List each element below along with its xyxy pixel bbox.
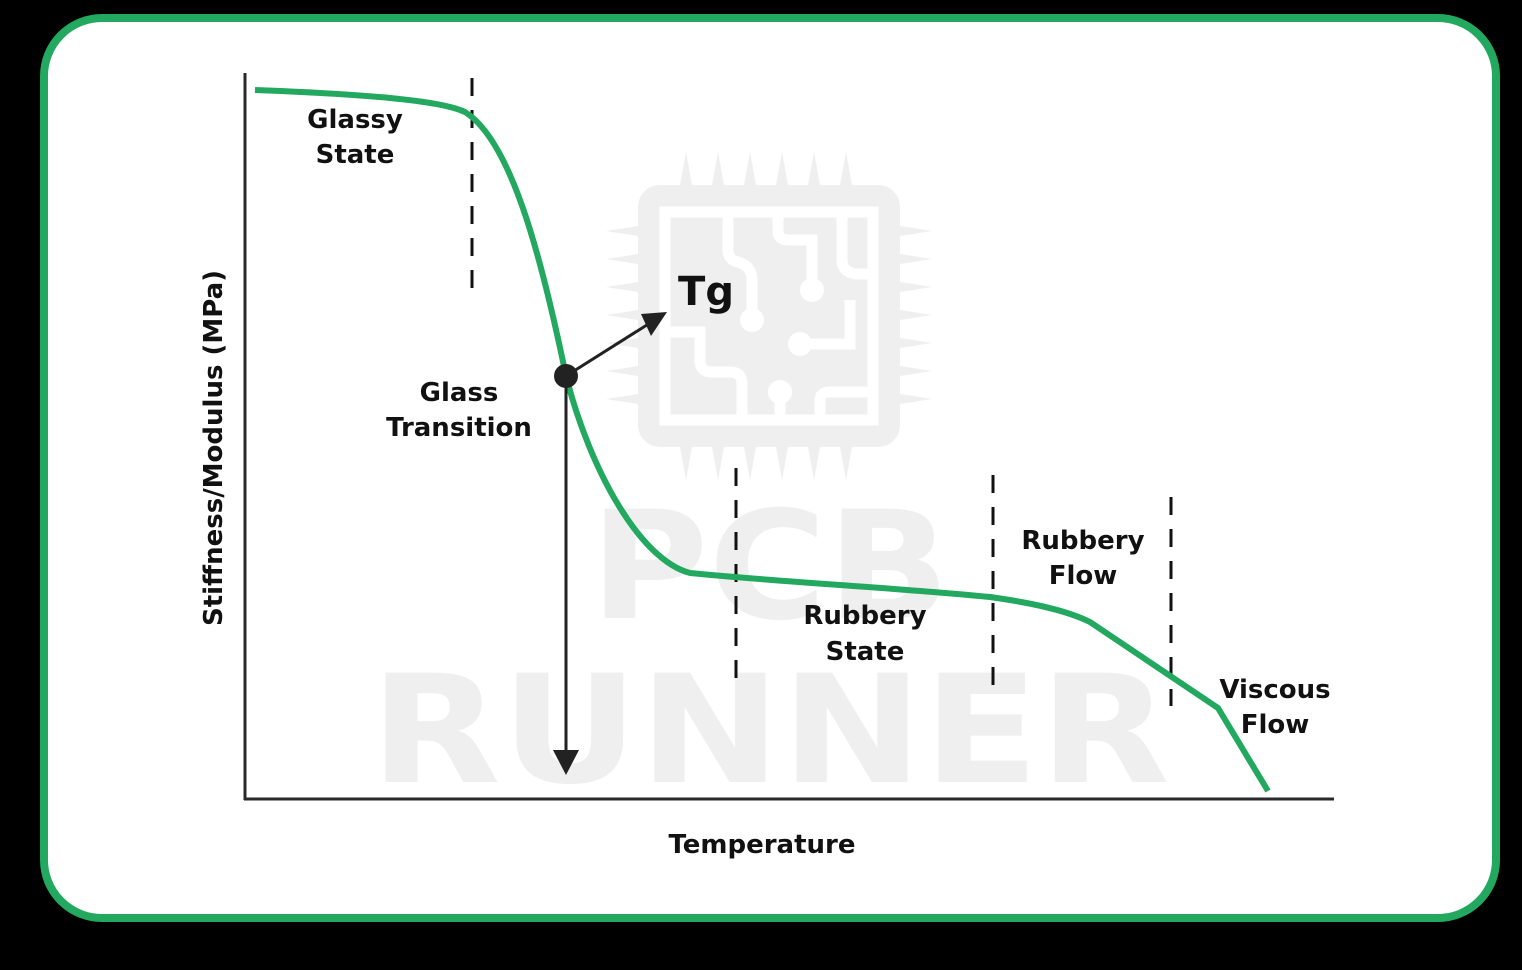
watermark-chip-icon (606, 152, 932, 480)
svg-text:PCB: PCB (590, 480, 950, 654)
label-glass-2: Transition (386, 413, 532, 443)
label-viscous-1: Viscous (1219, 675, 1330, 705)
arrow-down-icon (553, 750, 579, 775)
watermark-text: PCB RUNNER (370, 480, 1170, 818)
tg-pointer-arrow (565, 321, 651, 378)
label-glassy-1: Glassy (307, 105, 403, 135)
tg-point (554, 364, 578, 388)
label-rubbery-flow-1: Rubbery (1021, 526, 1144, 556)
label-rubbery-state-2: State (826, 637, 905, 667)
label-rubbery-flow-2: Flow (1049, 561, 1118, 591)
svg-text:RUNNER: RUNNER (370, 644, 1170, 818)
label-glass-1: Glass (420, 378, 499, 408)
arrow-diagonal-icon (641, 312, 667, 336)
label-viscous-2: Flow (1241, 710, 1310, 740)
label-glassy-2: State (316, 140, 395, 170)
label-tg: Tg (678, 269, 734, 315)
label-rubbery-state-1: Rubbery (803, 601, 926, 631)
x-axis-label: Temperature (668, 830, 855, 860)
modulus-curve (254, 87, 1271, 793)
y-axis-label: Stiffness/Modulus (MPa) (199, 270, 229, 626)
